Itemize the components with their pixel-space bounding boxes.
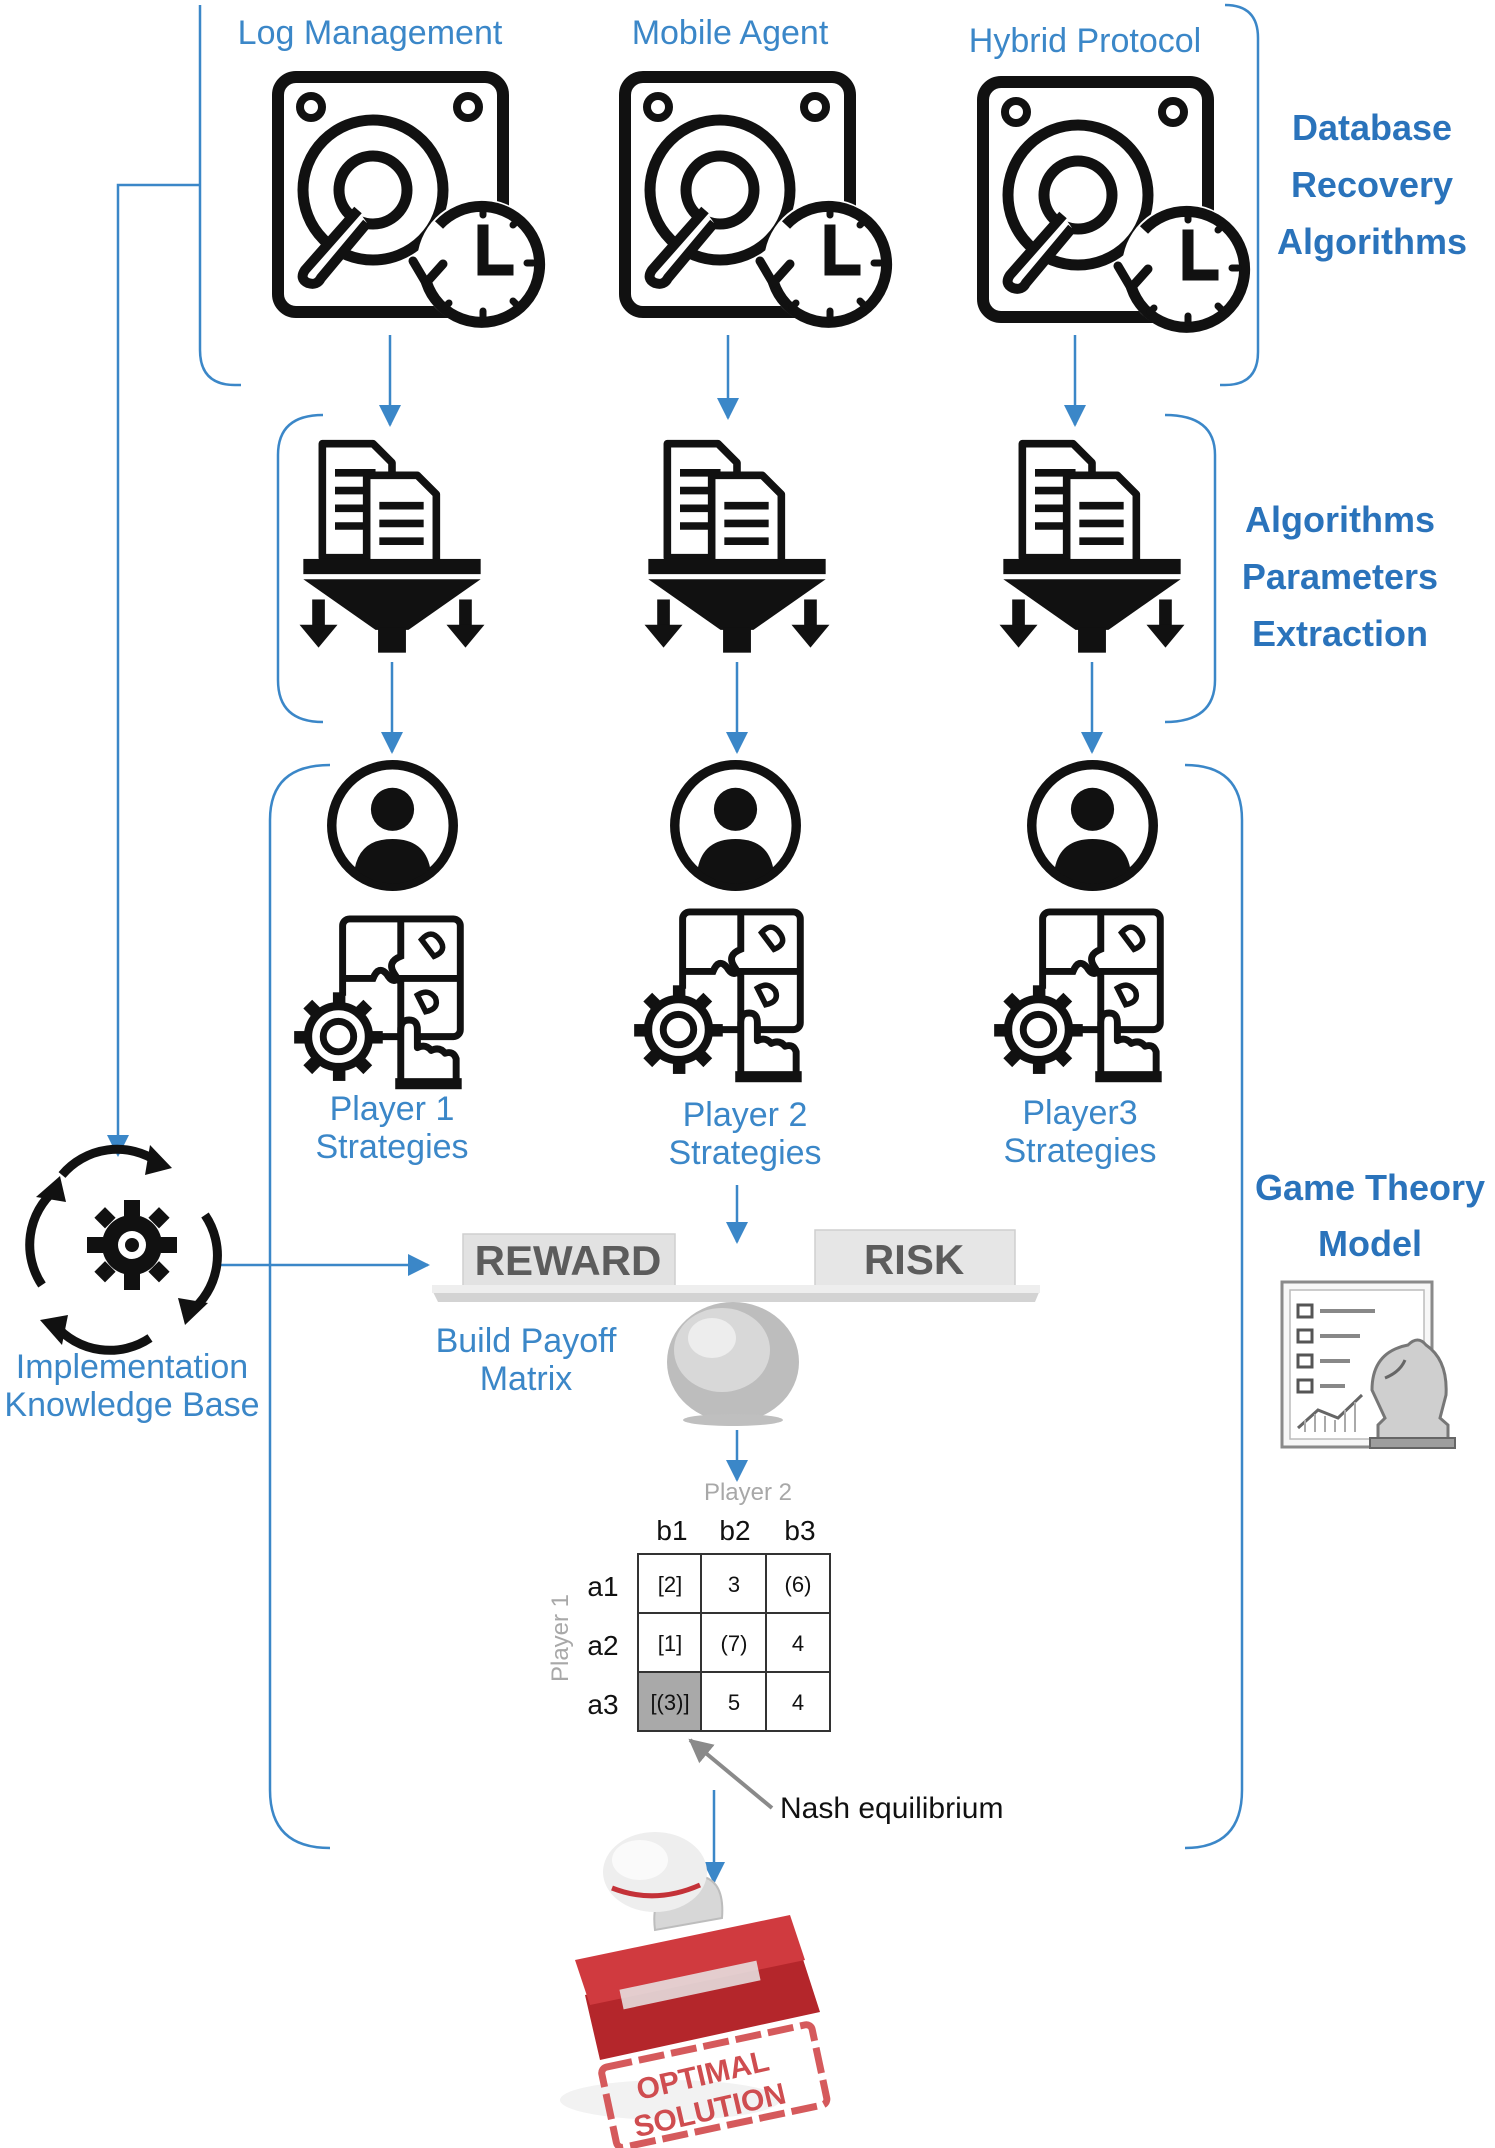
- player-3-label: Player3: [1022, 1094, 1137, 1132]
- puzzle-gear-strategy-icon: [294, 919, 462, 1089]
- game-bracket-right: [1184, 763, 1244, 1850]
- algo-mobile-agent-label: Mobile Agent: [632, 14, 829, 52]
- risk-block: [814, 1229, 1016, 1291]
- risk-label: RISK: [864, 1236, 964, 1283]
- matrix-row-header: a2: [587, 1630, 618, 1661]
- reward-risk-balance: [432, 1229, 1040, 1426]
- knowledge-base-label-2: Knowledge Base: [4, 1386, 259, 1424]
- recovery-to-knowledge-arrow: [107, 183, 200, 1157]
- matrix-cell: 4: [792, 1631, 804, 1656]
- matrix-cell: [2]: [658, 1572, 682, 1597]
- algo-hybrid-protocol-label: Hybrid Protocol: [969, 22, 1201, 60]
- knowledge-base-cycle-icon: [25, 1144, 222, 1355]
- document-funnel-icon: [1000, 444, 1185, 653]
- chess-strategy-document-icon: [1280, 1280, 1456, 1449]
- puzzle-gear-strategy-icon: [634, 912, 802, 1082]
- player-avatar-icon: [1032, 765, 1154, 887]
- player-avatar-icon: [675, 765, 797, 887]
- player-3-strategies-label: Strategies: [1003, 1132, 1156, 1170]
- matrix-row-header: a1: [587, 1571, 618, 1602]
- section-label-algorithms: Algorithms: [1277, 221, 1467, 262]
- hard-drive-clock-icon: [625, 77, 892, 327]
- recovery-bracket-left: [198, 5, 241, 387]
- section-label-database: Database: [1292, 107, 1452, 148]
- player-avatar-icon: [332, 765, 454, 887]
- matrix-col-header: b2: [719, 1515, 750, 1546]
- section-label-model: Model: [1318, 1223, 1422, 1264]
- hard-drive-clock-icon: [983, 82, 1250, 332]
- section-label-algorithms-2: Algorithms: [1245, 499, 1435, 540]
- build-payoff-label-2: Matrix: [480, 1360, 573, 1398]
- matrix-cell: 3: [728, 1572, 740, 1597]
- section-label-parameters: Parameters: [1242, 556, 1438, 597]
- matrix-col-player-label: Player 2: [704, 1479, 792, 1506]
- matrix-cell: [1]: [658, 1631, 682, 1656]
- matrix-cell: (6): [785, 1572, 812, 1597]
- puzzle-gear-strategy-icon: [994, 912, 1162, 1082]
- document-funnel-icon: [645, 444, 830, 653]
- matrix-cell: 5: [728, 1690, 740, 1715]
- section-label-game-theory: Game Theory: [1255, 1167, 1485, 1208]
- recovery-bracket-right: [1220, 3, 1260, 387]
- section-label-recovery: Recovery: [1291, 164, 1453, 205]
- matrix-col-header: b1: [656, 1515, 687, 1546]
- extraction-bracket-right: [1164, 413, 1217, 724]
- matrix-row-player-label: Player 1: [547, 1594, 574, 1682]
- reward-block: [462, 1233, 676, 1290]
- nash-pointer-arrow: [688, 1738, 774, 1810]
- nash-highlight-cell: [638, 1672, 701, 1731]
- matrix-cell: [(3)]: [650, 1690, 689, 1715]
- player-2-strategies-label: Strategies: [668, 1134, 821, 1172]
- section-label-extraction: Extraction: [1252, 613, 1428, 654]
- reward-label: REWARD: [475, 1237, 662, 1284]
- algo-log-management-label: Log Management: [238, 14, 503, 52]
- optimal-solution-stamp-icon: OPTIMAL SOLUTION: [560, 1832, 831, 2148]
- matrix-cell: (7): [721, 1631, 748, 1656]
- matrix-row-header: a3: [587, 1689, 618, 1720]
- game-bracket-left: [268, 763, 331, 1850]
- document-funnel-icon: [300, 444, 485, 653]
- extraction-bracket-left: [276, 413, 324, 724]
- knowledge-base-label-1: Implementation: [16, 1348, 248, 1386]
- build-payoff-label-1: Build Payoff: [436, 1322, 617, 1360]
- player-1-label: Player 1: [330, 1090, 455, 1128]
- player-1-strategies-label: Strategies: [315, 1128, 468, 1166]
- player-2-label: Player 2: [683, 1096, 808, 1134]
- nash-equilibrium-label: Nash equilibrium: [780, 1792, 1003, 1825]
- matrix-col-header: b3: [784, 1515, 815, 1546]
- hard-drive-clock-icon: [278, 77, 545, 327]
- payoff-matrix: Player 2 Player 1 b1 b2 b3 a1 a2 a3 [2] …: [547, 1479, 831, 1732]
- matrix-cell: 4: [792, 1690, 804, 1715]
